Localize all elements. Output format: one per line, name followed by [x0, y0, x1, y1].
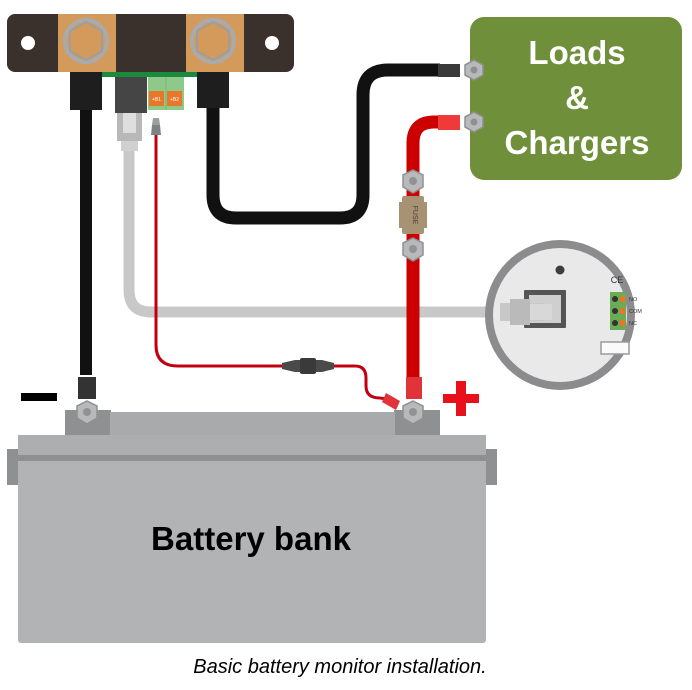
negative-load-cable — [206, 63, 440, 225]
shunt: +B1 +B2 — [7, 14, 294, 151]
battery-negative-terminal — [76, 400, 98, 425]
caption: Basic battery monitor installation. — [193, 656, 486, 678]
sense-wire — [154, 130, 288, 368]
negative-symbol — [21, 393, 57, 401]
load-positive-terminal — [464, 111, 484, 133]
monitor-aux-connector — [600, 341, 630, 355]
inline-fuse-holder — [282, 358, 334, 374]
battery-label: Battery bank — [151, 520, 352, 557]
shunt-mount-hole-left — [21, 36, 35, 50]
shunt-mount-hole-right — [265, 36, 279, 50]
main-fuse: FUSE — [399, 169, 427, 262]
shunt-negative-boot-right — [197, 72, 229, 108]
positive-cable — [406, 115, 445, 395]
positive-symbol — [443, 381, 479, 416]
sense-wire-battery-side — [322, 364, 393, 402]
battery-monitor: CE NO COM NC — [485, 240, 642, 390]
shunt-negative-boot-left — [70, 72, 102, 110]
terminal-label-b1: +B1 — [152, 97, 161, 103]
relay-label-com: COM — [629, 309, 642, 315]
battery-positive-terminal — [402, 400, 424, 425]
fuse-label: FUSE — [411, 206, 418, 225]
ce-mark: CE — [611, 275, 624, 285]
battery-bank: Battery bank — [7, 410, 497, 643]
loads-label-line1: Loads — [528, 34, 625, 71]
loads-label-line3: Chargers — [505, 124, 650, 161]
terminal-label-b2: +B2 — [170, 97, 179, 103]
shunt-rj12-socket — [115, 77, 147, 113]
relay-label-nc: NC — [629, 321, 637, 327]
data-cable — [123, 150, 515, 318]
loads-label-line2: & — [565, 79, 589, 116]
relay-label-no: NO — [629, 297, 638, 303]
loads-chargers-box: Loads & Chargers — [470, 17, 682, 180]
load-negative-terminal — [464, 59, 484, 81]
